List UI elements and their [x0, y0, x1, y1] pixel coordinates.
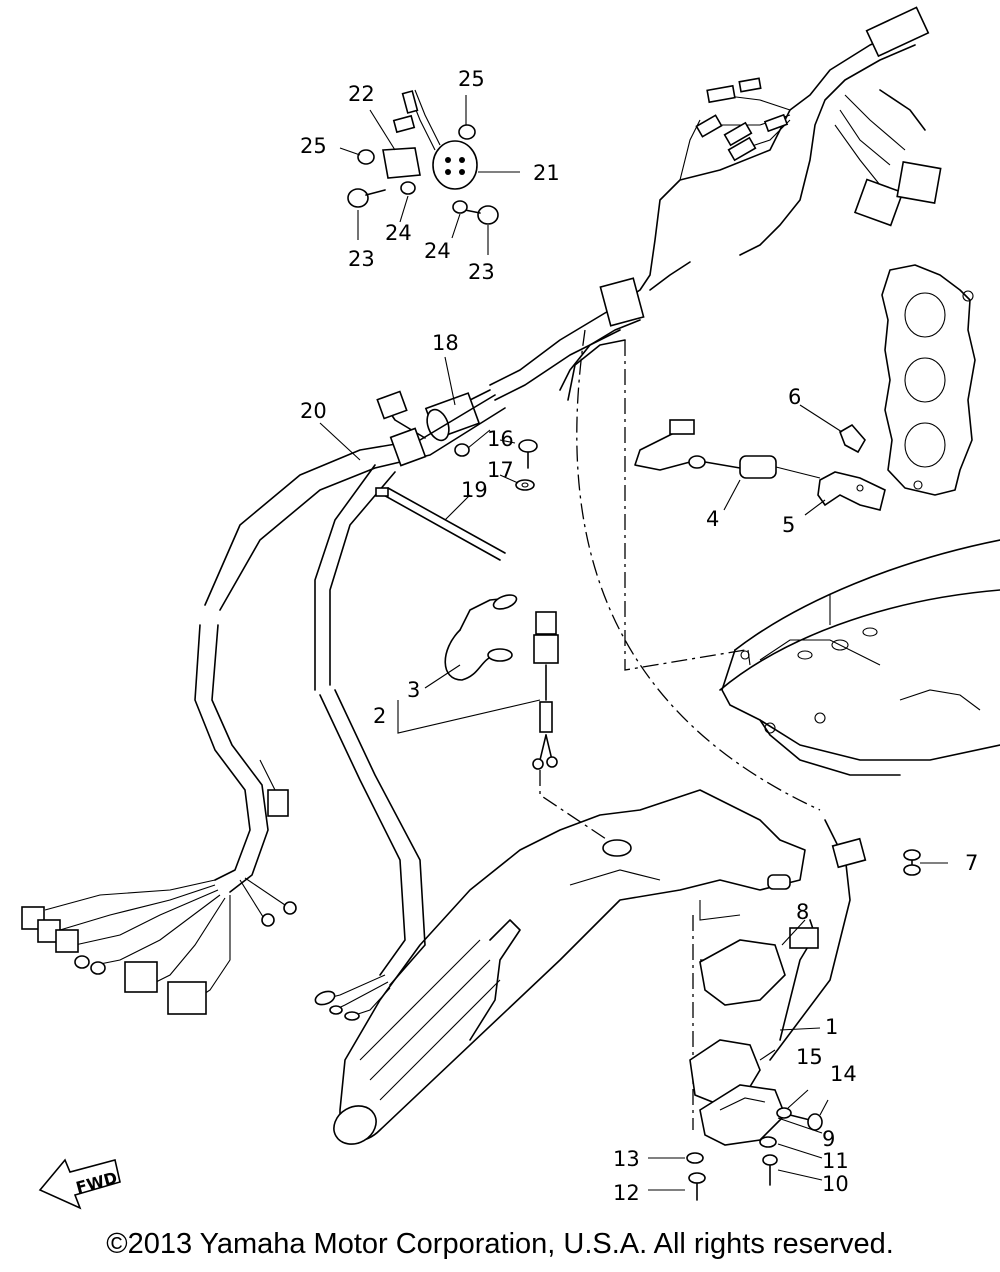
callout-23: 23: [468, 260, 495, 284]
callout-2: 2: [373, 704, 386, 728]
callout-22: 22: [348, 82, 375, 106]
washer-17: [515, 479, 535, 491]
connector-21: [392, 89, 478, 190]
callout-25: 25: [300, 134, 327, 158]
callout-15: 15: [796, 1045, 823, 1069]
callout-16: 16: [487, 427, 514, 451]
callout-20: 20: [300, 399, 327, 423]
callout-17: 17: [487, 458, 514, 482]
callout-12: 12: [613, 1181, 640, 1205]
neutral-switch-4: [634, 419, 821, 479]
switch-cover-8: [699, 939, 786, 1006]
bottom-cowling: [719, 539, 1000, 776]
bolt-12: [688, 1172, 706, 1201]
washer-24-left: [400, 181, 416, 195]
left-harness: [21, 624, 297, 1015]
cable-tie-19: [375, 487, 506, 561]
callout-24: 24: [424, 239, 451, 263]
callout-11: 11: [822, 1149, 849, 1173]
callout-9: 9: [822, 1127, 835, 1151]
callout-10: 10: [822, 1172, 849, 1196]
copyright-notice: ©2013 Yamaha Motor Corporation, U.S.A. A…: [106, 1228, 894, 1260]
screw-14: [789, 1113, 823, 1131]
bolt-23-right: [464, 205, 499, 225]
washer-13: [686, 1152, 704, 1164]
callout-8: 8: [796, 900, 809, 924]
stop-switch-2: [532, 611, 559, 770]
callout-1: 1: [825, 1015, 838, 1039]
callout-5: 5: [782, 513, 795, 537]
callout-25: 25: [458, 67, 485, 91]
bolt-23-left: [347, 188, 386, 208]
callout-19: 19: [461, 478, 488, 502]
washer-24-right: [452, 200, 468, 214]
leader-lines: [319, 95, 948, 1191]
callout-24: 24: [385, 221, 412, 245]
tiller-handle: [333, 789, 806, 1145]
switch-cover-9: [699, 1084, 786, 1146]
callout-14: 14: [830, 1062, 857, 1086]
callout-4: 4: [706, 507, 719, 531]
callout-21: 21: [533, 161, 560, 185]
callout-23: 23: [348, 247, 375, 271]
callout-3: 3: [407, 678, 420, 702]
cylinder-head-cover: [881, 264, 976, 496]
screw-16: [518, 439, 538, 469]
clamp-22: [382, 147, 421, 179]
lead-wire-3: [444, 594, 518, 681]
screw-10: [762, 1154, 778, 1186]
harness-branch-20: [204, 390, 506, 1021]
callout-6: 6: [788, 385, 801, 409]
bolt-7: [903, 849, 921, 876]
main-wire-harness: [489, 6, 942, 401]
nut-25-right: [458, 124, 476, 140]
washer-11: [759, 1136, 777, 1148]
washer-15: [776, 1107, 792, 1119]
reference-lines: [539, 329, 821, 1130]
bracket-5: [817, 471, 886, 511]
callout-13: 13: [613, 1147, 640, 1171]
fwd-arrow-icon: FWD: [38, 1158, 121, 1210]
callout-7: 7: [965, 851, 978, 875]
nut-25-left: [357, 149, 375, 165]
callout-18: 18: [432, 331, 459, 355]
clip-6: [839, 423, 866, 454]
